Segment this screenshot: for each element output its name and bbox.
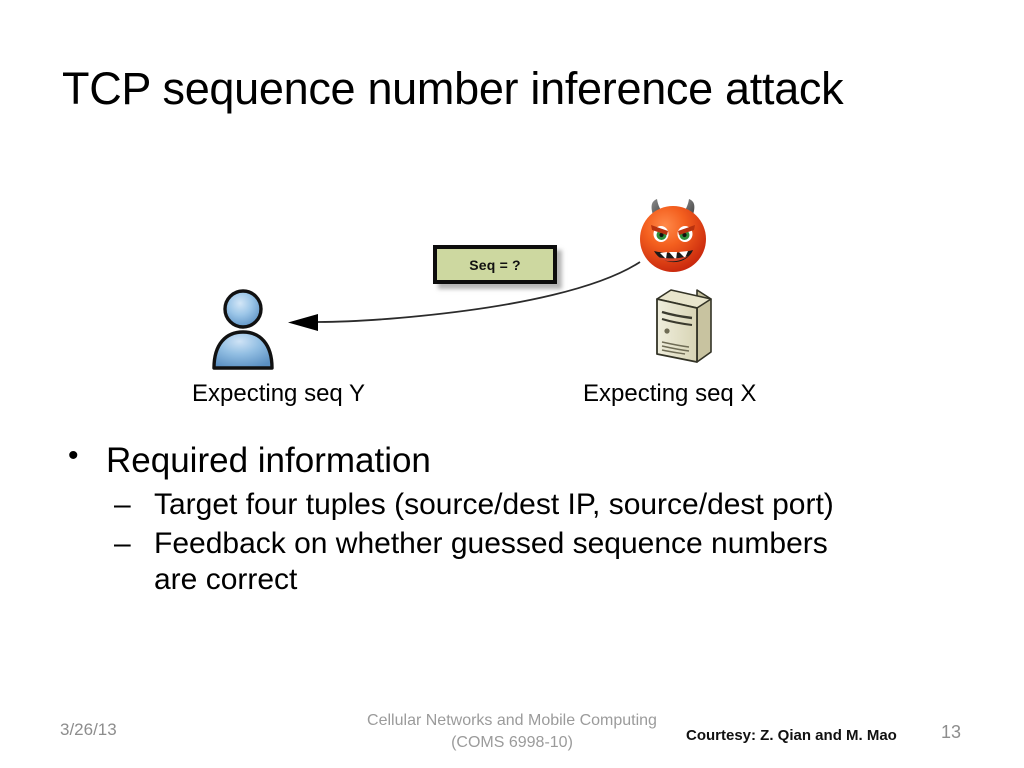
attack-diagram: Seq = ? Expecting seq Y Expecting seq X — [0, 180, 1024, 420]
bullet-required-information: Required information — [62, 438, 982, 481]
footer-page-number: 13 — [941, 722, 962, 742]
spoofed-packet-arrow — [288, 261, 641, 331]
footer-courtesy: Courtesy: Z. Qian and M. Mao — [686, 727, 897, 744]
seq-question-label: Seq = ? — [469, 256, 521, 273]
attacker-caption: Expecting seq X — [583, 380, 757, 407]
footer-course-line1: Cellular Networks and Mobile Computing — [367, 712, 657, 729]
person-icon — [212, 289, 274, 370]
footer-course-line2: (COMS 6998-10) — [451, 734, 573, 752]
bullet-feedback: Feedback on whether guessed sequence num… — [62, 526, 982, 599]
victim-caption: Expecting seq Y — [192, 380, 366, 407]
seq-question-callout: Seq = ? — [433, 245, 557, 284]
devil-face-icon — [640, 199, 706, 272]
bullet-target-four-tuples: Target four tuples (source/dest IP, sour… — [62, 487, 982, 524]
footer-date: 3/26/13 — [60, 720, 117, 739]
page-title: TCP sequence number inference attack — [62, 63, 844, 114]
bullet-feedback-line2: are correct — [154, 563, 298, 597]
server-tower-icon — [656, 289, 712, 363]
footer-course-info: Cellular Networks and Mobile Computing (… — [332, 710, 692, 755]
bullet-list: Required information Target four tuples … — [62, 438, 982, 601]
bullet-feedback-line1: Feedback on whether guessed sequence num… — [154, 526, 828, 560]
